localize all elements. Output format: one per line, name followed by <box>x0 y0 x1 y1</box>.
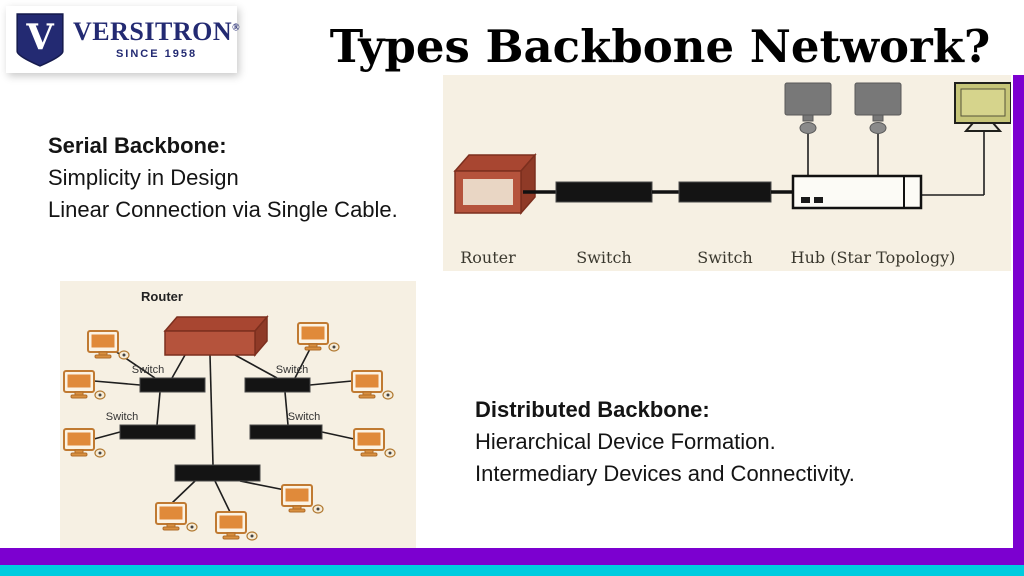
workstation-icon <box>63 370 106 400</box>
workstation-icon <box>353 428 396 458</box>
switch-label: Switch <box>697 248 752 267</box>
switch-icon <box>249 424 323 440</box>
distributed-heading: Distributed Backbone: <box>475 397 710 422</box>
router-icon <box>163 314 269 358</box>
backbone-wire <box>234 354 278 379</box>
serial-heading: Serial Backbone: <box>48 133 227 158</box>
serial-line-2: Linear Connection via Single Cable. <box>48 197 398 222</box>
logo-brand: VERSITRON® <box>73 19 240 45</box>
lan-wire <box>93 380 141 386</box>
registered-mark: ® <box>232 22 241 34</box>
switch-label: Switch <box>106 411 138 423</box>
distributed-backbone-diagram: Router Switch Switch Switch Switch <box>60 281 416 555</box>
workstation-icon <box>954 82 1012 132</box>
backbone-wire <box>156 391 161 426</box>
router-label: Router <box>141 289 183 304</box>
workstation-icon <box>281 484 324 514</box>
workstation-icon <box>784 82 832 134</box>
switch-label: Switch <box>132 364 164 376</box>
workstation-icon <box>155 502 198 532</box>
switch-icon <box>678 181 772 203</box>
router-label: Router <box>460 248 516 267</box>
workstation-icon <box>215 511 258 541</box>
workstation-icon <box>351 370 394 400</box>
bottom-cyan-bar <box>0 565 1024 576</box>
switch-label: Switch <box>276 364 308 376</box>
versitron-logo: V VERSITRON® SINCE 1958 <box>6 6 240 73</box>
lan-wire <box>214 480 231 513</box>
workstation-icon <box>297 322 340 352</box>
distributed-diagram-svg: Router Switch Switch Switch Switch <box>63 289 396 541</box>
logo-tagline: SINCE 1958 <box>115 48 198 60</box>
hub-icon <box>791 174 923 210</box>
lan-wire <box>321 431 355 440</box>
switch-icon <box>174 464 261 482</box>
hub-label: Hub (Star Topology) <box>791 248 956 267</box>
right-accent-stripe <box>1013 75 1024 548</box>
router-icon <box>453 153 537 215</box>
versitron-shield-icon: V <box>16 12 64 67</box>
logo-text: VERSITRON® SINCE 1958 <box>73 19 240 61</box>
lan-wire <box>171 480 196 504</box>
lan-wire <box>309 380 353 386</box>
switch-label: Switch <box>288 411 320 423</box>
serial-backbone-text: Serial Backbone: Simplicity in Design Li… <box>48 130 398 226</box>
serial-diagram-svg: Router Switch Switch Hub (Star Topology) <box>453 82 1012 267</box>
distributed-line-2: Intermediary Devices and Connectivity. <box>475 461 855 486</box>
switch-label: Switch <box>576 248 631 267</box>
serial-backbone-diagram: Router Switch Switch Hub (Star Topology) <box>443 75 1012 271</box>
switch-icon <box>119 424 196 440</box>
serial-line-1: Simplicity in Design <box>48 165 239 190</box>
logo-monogram: V <box>25 17 54 58</box>
switch-icon <box>139 377 206 393</box>
backbone-wire <box>171 354 186 379</box>
distributed-backbone-text: Distributed Backbone: Hierarchical Devic… <box>475 394 855 490</box>
distributed-line-1: Hierarchical Device Formation. <box>475 429 776 454</box>
backbone-wire <box>284 391 289 426</box>
logo-brand-text: VERSITRON <box>73 17 233 46</box>
bottom-purple-bar <box>0 548 1024 565</box>
switch-icon <box>244 377 311 393</box>
backbone-wire <box>209 354 214 466</box>
lan-wire <box>93 431 121 440</box>
workstation-icon <box>63 428 106 458</box>
slide-title: Types Backbone Network? <box>329 20 991 73</box>
workstation-icon <box>87 330 130 360</box>
workstation-icon <box>854 82 902 134</box>
switch-icon <box>555 181 653 203</box>
